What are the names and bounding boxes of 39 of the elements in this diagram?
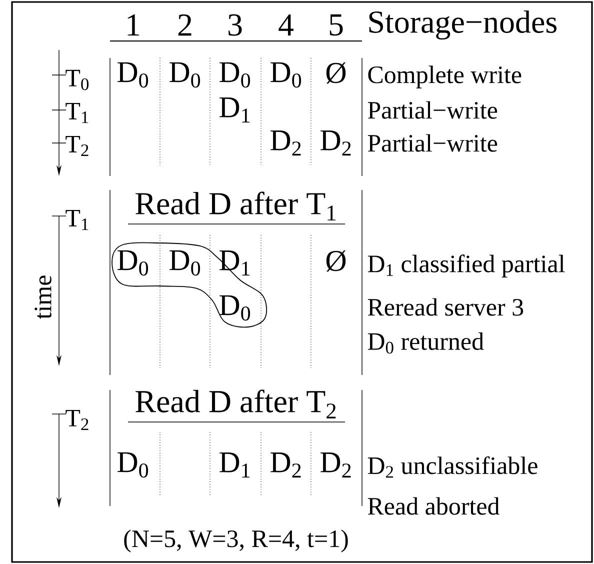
- cell-value: D$_{1}$: [220, 250, 250, 276]
- time-mark-label: T$_{1}$: [66, 102, 88, 124]
- axis-label: time: [34, 276, 52, 319]
- cell-value: D$_{0}$: [170, 62, 200, 88]
- column-number: 2: [178, 14, 192, 36]
- column-number: 4: [278, 14, 294, 36]
- time-mark-label: T$_{0}$: [66, 70, 89, 90]
- cell-value: D$_{1}$: [220, 98, 250, 122]
- cell-value: D$_{0}$: [118, 62, 148, 88]
- row-note: D$_{2}$ unclassifiable: [368, 456, 538, 478]
- cell-value: D$_{0}$: [220, 62, 250, 88]
- cell-value: Ø: [326, 250, 346, 272]
- cell-value: D$_{0}$: [220, 295, 250, 321]
- cell-value: Ø: [326, 62, 346, 84]
- cell-value: D$_{2}$: [320, 130, 351, 156]
- row-note: Partial−write: [368, 134, 498, 152]
- row-note: Complete write: [368, 66, 522, 88]
- column-number: 3: [228, 14, 242, 36]
- time-mark-label: T$_{1}$: [66, 210, 88, 230]
- cell-value: D$_{0}$: [270, 62, 302, 88]
- row-note: D$_{1}$ classified partial: [368, 254, 565, 278]
- cell-value: D$_{2}$: [320, 452, 351, 478]
- column-number: 1: [128, 14, 140, 36]
- row-note: Partial−write: [368, 101, 498, 119]
- cell-value: D$_{1}$: [220, 452, 250, 478]
- time-mark-label: T$_{2}$: [66, 410, 88, 430]
- cell-value: D$_{2}$: [270, 130, 301, 156]
- row-note: D$_{0}$ returned: [368, 332, 484, 354]
- cell-value: D$_{0}$: [118, 250, 148, 276]
- section-heading: Read D after T$_{2}$: [136, 390, 336, 418]
- cell-value: D$_{0}$: [170, 250, 200, 276]
- row-note: Read aborted: [368, 497, 500, 515]
- parameter-note: (N=5, W=3, R=4, t=1): [124, 530, 348, 552]
- row-note: Reread server 3: [368, 298, 524, 316]
- cell-value: D$_{2}$: [270, 452, 301, 478]
- column-number: 5: [330, 14, 343, 36]
- time-mark-label: T$_{2}$: [66, 136, 88, 156]
- column-heading: Storage−nodes: [369, 10, 556, 40]
- cell-value: D$_{0}$: [118, 452, 148, 478]
